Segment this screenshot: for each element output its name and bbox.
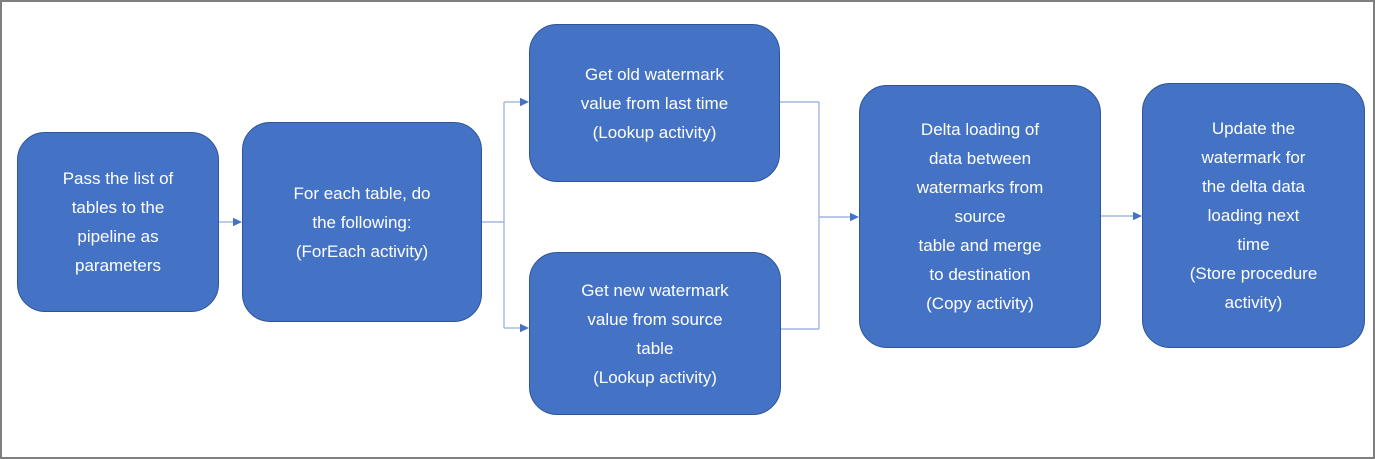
node-foreach: For each table, do the following: (ForEa… — [242, 122, 482, 322]
node-get-old-watermark: Get old watermark value from last time (… — [529, 24, 780, 182]
node-pass-list: Pass the list of tables to the pipeline … — [17, 132, 219, 312]
arrowhead-to-update-watermark — [1133, 211, 1142, 221]
arrowhead-pass-to-foreach — [233, 217, 242, 227]
arrowhead-to-delta-loading — [850, 212, 859, 222]
node-get-new-watermark: Get new watermark value from source tabl… — [529, 252, 781, 415]
arrowhead-to-old-watermark — [520, 97, 529, 107]
node-delta-loading: Delta loading of data between watermarks… — [859, 85, 1101, 348]
arrowhead-to-new-watermark — [520, 323, 529, 333]
node-update-watermark: Update the watermark for the delta data … — [1142, 83, 1365, 348]
